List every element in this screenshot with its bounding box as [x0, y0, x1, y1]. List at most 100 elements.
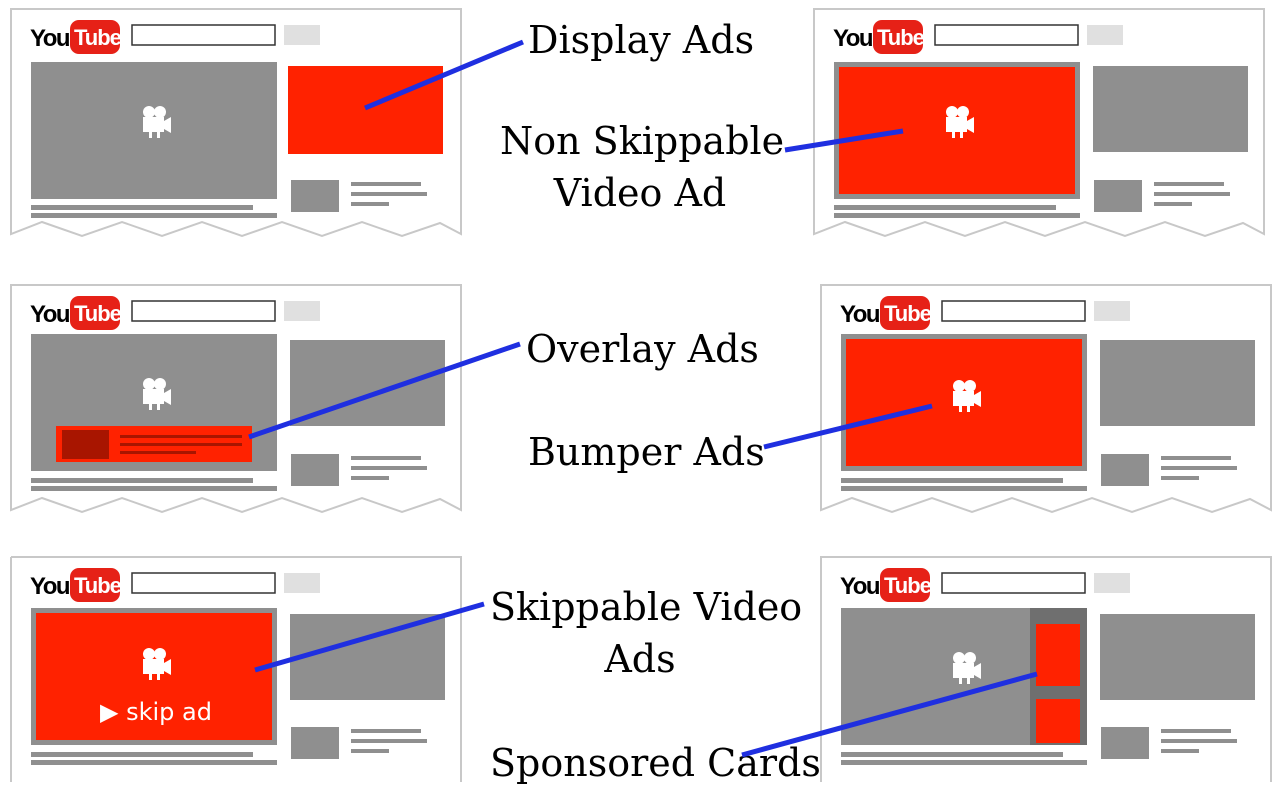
camera-icon — [143, 106, 171, 138]
video-meta-line — [841, 760, 1087, 765]
search-button[interactable] — [284, 301, 320, 321]
video-title-line — [31, 478, 253, 483]
video-meta-line — [834, 213, 1080, 218]
video-title-line — [31, 205, 253, 210]
video-meta-line — [841, 486, 1087, 491]
sidebar-placeholder — [290, 340, 445, 426]
search-button[interactable] — [1094, 301, 1130, 321]
label-overlay-ads: Overlay Ads — [526, 327, 759, 371]
youtube-logo: You Tube — [30, 296, 123, 330]
search-button[interactable] — [1094, 573, 1130, 593]
sponsored-card[interactable] — [1036, 699, 1080, 743]
suggested-thumbnail[interactable] — [1101, 727, 1149, 759]
panel-skippable-video-ads: You Tube ▶ skip ad — [10, 556, 465, 784]
search-button[interactable] — [1087, 25, 1123, 45]
search-bar[interactable] — [131, 300, 276, 322]
label-non-skippable-video-ad: Non Skippable Video Ad — [500, 119, 785, 215]
sidebar-placeholder — [290, 614, 445, 700]
search-bar[interactable] — [941, 572, 1086, 594]
label-sponsored-cards: Sponsored Cards — [490, 741, 821, 785]
svg-text:Tube: Tube — [877, 25, 925, 50]
suggested-text-line — [351, 456, 421, 460]
search-bar[interactable] — [131, 572, 276, 594]
svg-text:You: You — [30, 573, 70, 600]
camera-icon — [946, 106, 974, 138]
camera-icon — [953, 380, 981, 412]
camera-icon — [143, 648, 171, 680]
youtube-mockup: You Tube — [820, 556, 1272, 782]
suggested-text-line — [351, 476, 389, 480]
suggested-thumbnail[interactable] — [291, 454, 339, 486]
suggested-text-line — [1154, 192, 1230, 196]
video-meta-line — [31, 760, 277, 765]
suggested-text-line — [1154, 202, 1192, 206]
display-ad-banner[interactable] — [288, 66, 443, 154]
video-title-line — [31, 752, 253, 757]
svg-text:Tube: Tube — [884, 301, 932, 326]
video-title-line — [841, 478, 1063, 483]
youtube-logo: You Tube — [840, 296, 933, 330]
suggested-text-line — [351, 192, 427, 196]
youtube-logo: You Tube — [833, 20, 926, 54]
suggested-thumbnail[interactable] — [1094, 180, 1142, 212]
video-title-line — [834, 205, 1056, 210]
video-title-line — [841, 752, 1063, 757]
svg-text:You: You — [840, 573, 880, 600]
suggested-text-line — [351, 182, 421, 186]
youtube-mockup: You Tube — [813, 8, 1265, 238]
suggested-text-line — [1161, 729, 1231, 733]
svg-text:You: You — [840, 301, 880, 328]
skippable-ad-video[interactable] — [36, 613, 272, 740]
search-bar[interactable] — [941, 300, 1086, 322]
svg-text:Tube: Tube — [74, 573, 122, 598]
suggested-thumbnail[interactable] — [1101, 454, 1149, 486]
panel-non-skippable-video-ad: You Tube — [813, 8, 1268, 240]
video-meta-line — [31, 213, 277, 218]
suggested-text-line — [1161, 476, 1199, 480]
skip-ad-button[interactable]: ▶ skip ad — [100, 698, 212, 726]
youtube-logo: You Tube — [840, 568, 933, 602]
suggested-thumbnail[interactable] — [291, 180, 339, 212]
youtube-mockup: You Tube — [820, 284, 1272, 514]
suggested-text-line — [1161, 739, 1237, 743]
svg-text:Tube: Tube — [74, 25, 122, 50]
sponsored-card[interactable] — [1036, 624, 1080, 686]
panel-bumper-ads: You Tube — [820, 284, 1275, 516]
search-bar[interactable] — [934, 24, 1079, 46]
suggested-text-line — [351, 749, 389, 753]
panel-sponsored-cards: You Tube — [820, 556, 1275, 784]
panel-overlay-ads: You Tube — [10, 284, 465, 516]
label-display-ads: Display Ads — [528, 18, 755, 62]
search-bar[interactable] — [131, 24, 276, 46]
svg-text:You: You — [833, 25, 873, 52]
suggested-text-line — [1161, 749, 1199, 753]
svg-text:You: You — [30, 25, 70, 52]
suggested-text-line — [351, 739, 427, 743]
suggested-text-line — [1161, 456, 1231, 460]
camera-icon — [143, 378, 171, 410]
panel-display-ads: You Tube — [10, 8, 465, 240]
youtube-mockup: You Tube — [10, 8, 462, 238]
youtube-mockup: You Tube — [10, 284, 462, 514]
youtube-logo: You Tube — [30, 568, 123, 602]
overlay-ad[interactable] — [56, 426, 252, 462]
svg-text:You: You — [30, 301, 70, 328]
video-meta-line — [31, 486, 277, 491]
youtube-logo: You Tube — [30, 20, 123, 54]
search-button[interactable] — [284, 25, 320, 45]
suggested-text-line — [351, 729, 421, 733]
search-button[interactable] — [284, 573, 320, 593]
label-skippable-video-ads: Skippable Video Ads — [490, 585, 803, 681]
svg-text:Tube: Tube — [884, 573, 932, 598]
svg-text:Tube: Tube — [74, 301, 122, 326]
suggested-thumbnail[interactable] — [291, 727, 339, 759]
sidebar-placeholder — [1093, 66, 1248, 152]
youtube-mockup: You Tube ▶ skip ad — [10, 556, 462, 782]
suggested-text-line — [1154, 182, 1224, 186]
suggested-text-line — [351, 202, 389, 206]
suggested-text-line — [1161, 466, 1237, 470]
sidebar-placeholder — [1100, 340, 1255, 426]
label-bumper-ads: Bumper Ads — [528, 430, 765, 474]
sidebar-placeholder — [1100, 614, 1255, 700]
suggested-text-line — [351, 466, 427, 470]
